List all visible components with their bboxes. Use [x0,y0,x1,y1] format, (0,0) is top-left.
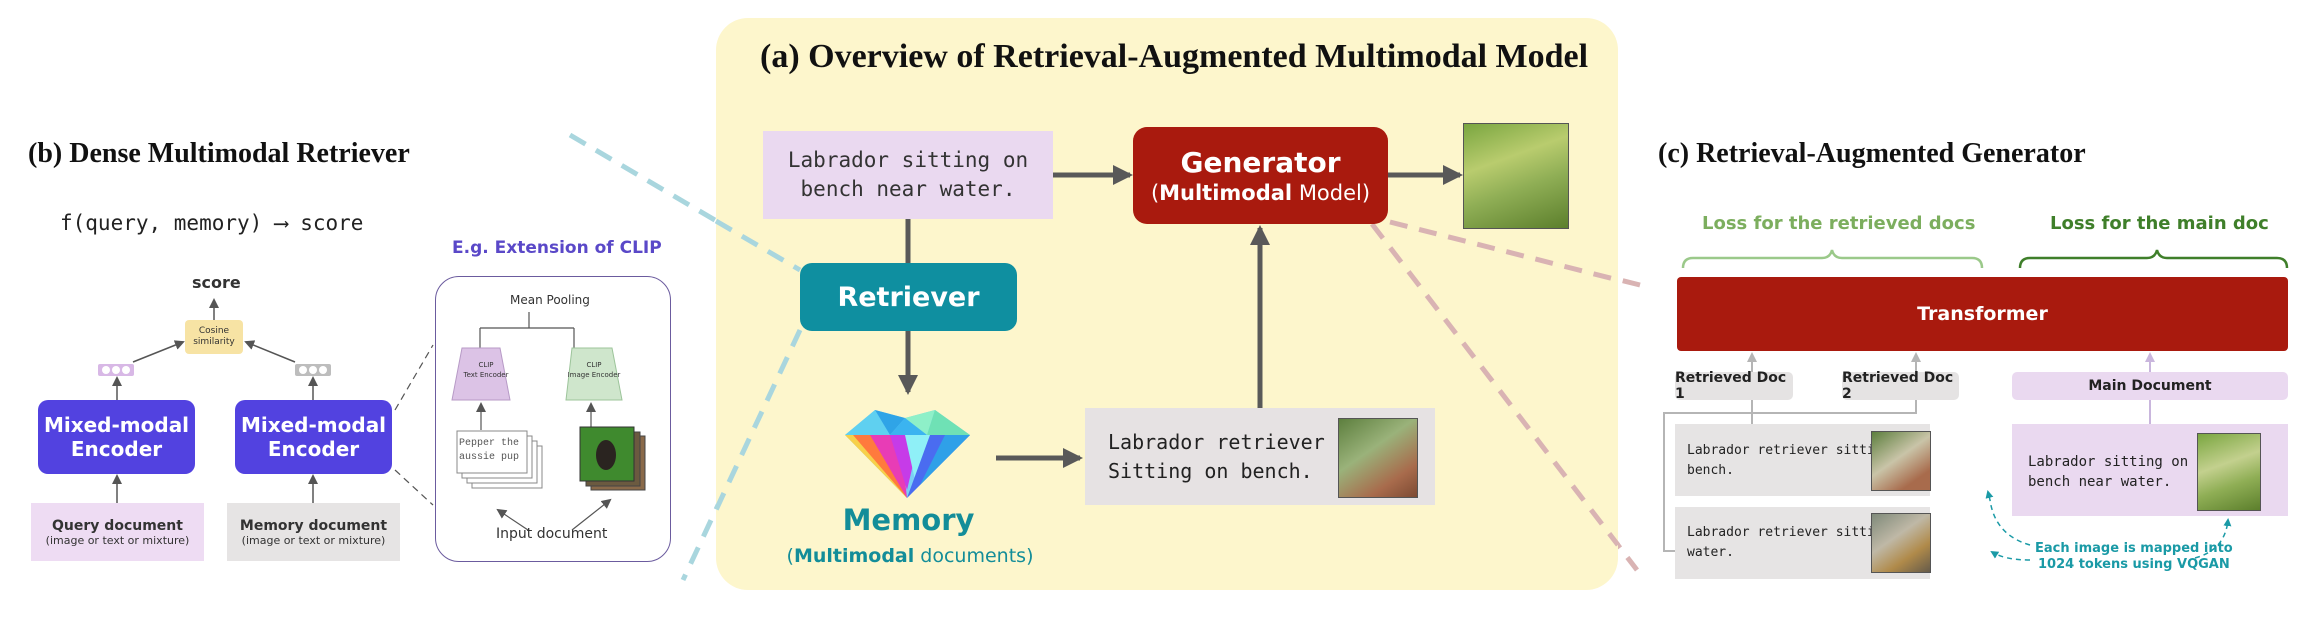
generator-box: Generator (Multimodal Model) [1133,127,1388,224]
brace-retrieved [1681,249,1984,269]
clip-image-encoder-shape [565,347,623,401]
query-line-2: bench near water. [800,177,1016,201]
dashed-line-generator-top-inner [1389,219,1619,283]
retrieved-doc-2-image [1871,513,1931,573]
vqgan-arrow-doc2 [1990,550,2031,561]
arrow-vecm-to-cosine [244,340,296,363]
retrieved-dog-image [1338,418,1418,498]
query-line-1: Labrador sitting on [787,148,1029,172]
dashed-line-retriever-top-inner [714,218,802,273]
brace-main [2018,249,2289,269]
query-text-box: Labrador sitting on bench near water. [763,131,1053,219]
retrieved-doc-2-chip: Retrieved Doc 2 [1842,370,1959,402]
clip-extension-box [435,276,671,562]
memory-document-box: Memory document (image or text or mixtur… [227,503,400,561]
arrow-vecq-to-cosine [132,340,185,363]
vqgan-arrow-main [2194,518,2232,559]
generator-subtitle: (Multimodal Model) [1150,181,1371,205]
generator-title: Generator [1180,146,1341,179]
main-doc-image [2197,433,2261,511]
clip-diagram [451,312,646,531]
diamond-icon [845,410,970,498]
panel-a-title: (a) Overview of Retrieval-Augmented Mult… [760,38,1589,75]
clip-text-encoder-shape [451,347,511,401]
retrieved-line-1: Labrador retriever [1108,430,1325,454]
pepper-text: Pepper the aussie pup [459,438,520,463]
retrieved-doc-1-image [1871,431,1931,491]
main-document-chip: Main Document [2012,372,2288,400]
transformer-box: Transformer [1677,277,2288,351]
line-doc2-chip [1663,400,1917,552]
query-document-box: Query document (image or text or mixture… [31,503,204,561]
query-embedding-vector [98,364,134,376]
retrieved-doc-text: Labrador retriever Sitting on bench. [1108,428,1325,486]
clip-extension-title: E.g. Extension of CLIP [452,238,662,258]
loss-main-label: Loss for the main doc [2050,213,2269,234]
input-document-label: Input document [496,526,608,542]
memory-subtitle: (Multimodal documents) [786,545,1034,567]
dashed-line-encoder-clip-top [394,344,434,411]
output-dog-image [1463,123,1569,229]
mean-pooling-label: Mean Pooling [510,293,590,307]
dashed-line-generator-bottom-inner [1370,222,1620,547]
loss-retrieved-label: Loss for the retrieved docs [1702,213,1976,234]
retriever-box: Retriever [800,263,1017,331]
score-formula: f(query, memory) ⟶ score [60,211,364,235]
score-label: score [192,273,241,292]
panel-c-title: (c) Retrieval-Augmented Generator [1658,138,2086,169]
retrieved-line-2: Sitting on bench. [1108,459,1313,483]
memory-label: Memory [842,503,975,537]
memory-embedding-vector [295,364,331,376]
puppy-photo [579,426,635,482]
retrieved-doc-1-chip: Retrieved Doc 1 [1675,370,1793,402]
panel-b-title: (b) Dense Multimodal Retriever [28,138,410,169]
vqgan-arrow-doc1 [1985,490,2031,546]
dashed-line-retriever-bottom-inner [713,328,803,512]
dashed-line-encoder-clip-bottom [394,469,434,506]
